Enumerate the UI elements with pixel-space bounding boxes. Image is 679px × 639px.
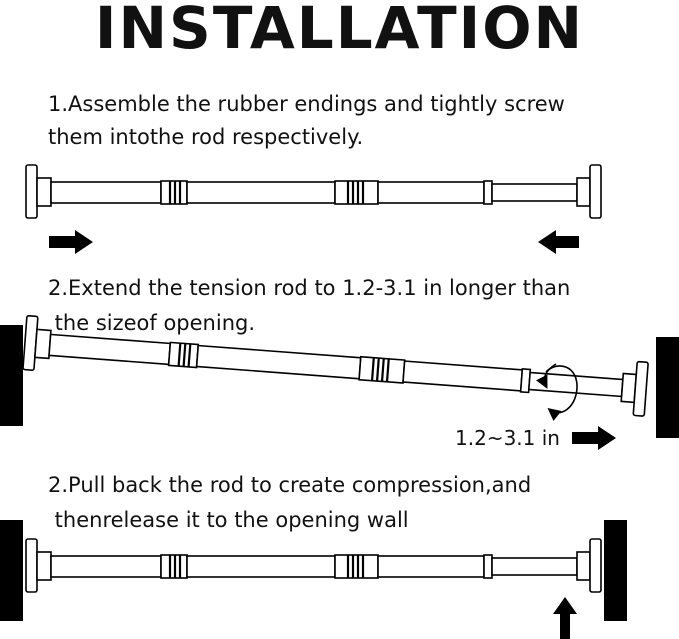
arrow-left-icon (538, 230, 579, 254)
rubber-ending-right (589, 164, 602, 219)
step-3-line-2: thenrelease it to the opening wall (48, 508, 409, 532)
step-3-line-1: 2.Pull back the rod to create compressio… (48, 473, 532, 497)
step-2-line-2: the sizeof opening. (48, 311, 256, 335)
page-title: INSTALLATION (94, 0, 585, 62)
wall-left (0, 325, 23, 426)
step-1-line-2: them intothe rod respectively. (48, 125, 364, 149)
rod-1 (25, 164, 602, 219)
wall-right (604, 520, 627, 621)
rod-3 (25, 538, 602, 593)
rubber-ending-left (25, 164, 38, 219)
wall-left (0, 520, 23, 621)
arrow-right-icon (49, 230, 93, 254)
step-1-line-1: 1.Assemble the rubber endings and tightl… (48, 92, 565, 116)
arrow-right-icon (572, 426, 616, 450)
wall-right (656, 337, 679, 438)
rotate-icon (535, 363, 578, 421)
extension-length-label: 1.2~3.1 in (455, 426, 560, 450)
arrow-up-icon (553, 597, 577, 639)
step-2-line-1: 2.Extend the tension rod to 1.2-3.1 in l… (48, 276, 571, 300)
rod-2 (22, 314, 649, 417)
